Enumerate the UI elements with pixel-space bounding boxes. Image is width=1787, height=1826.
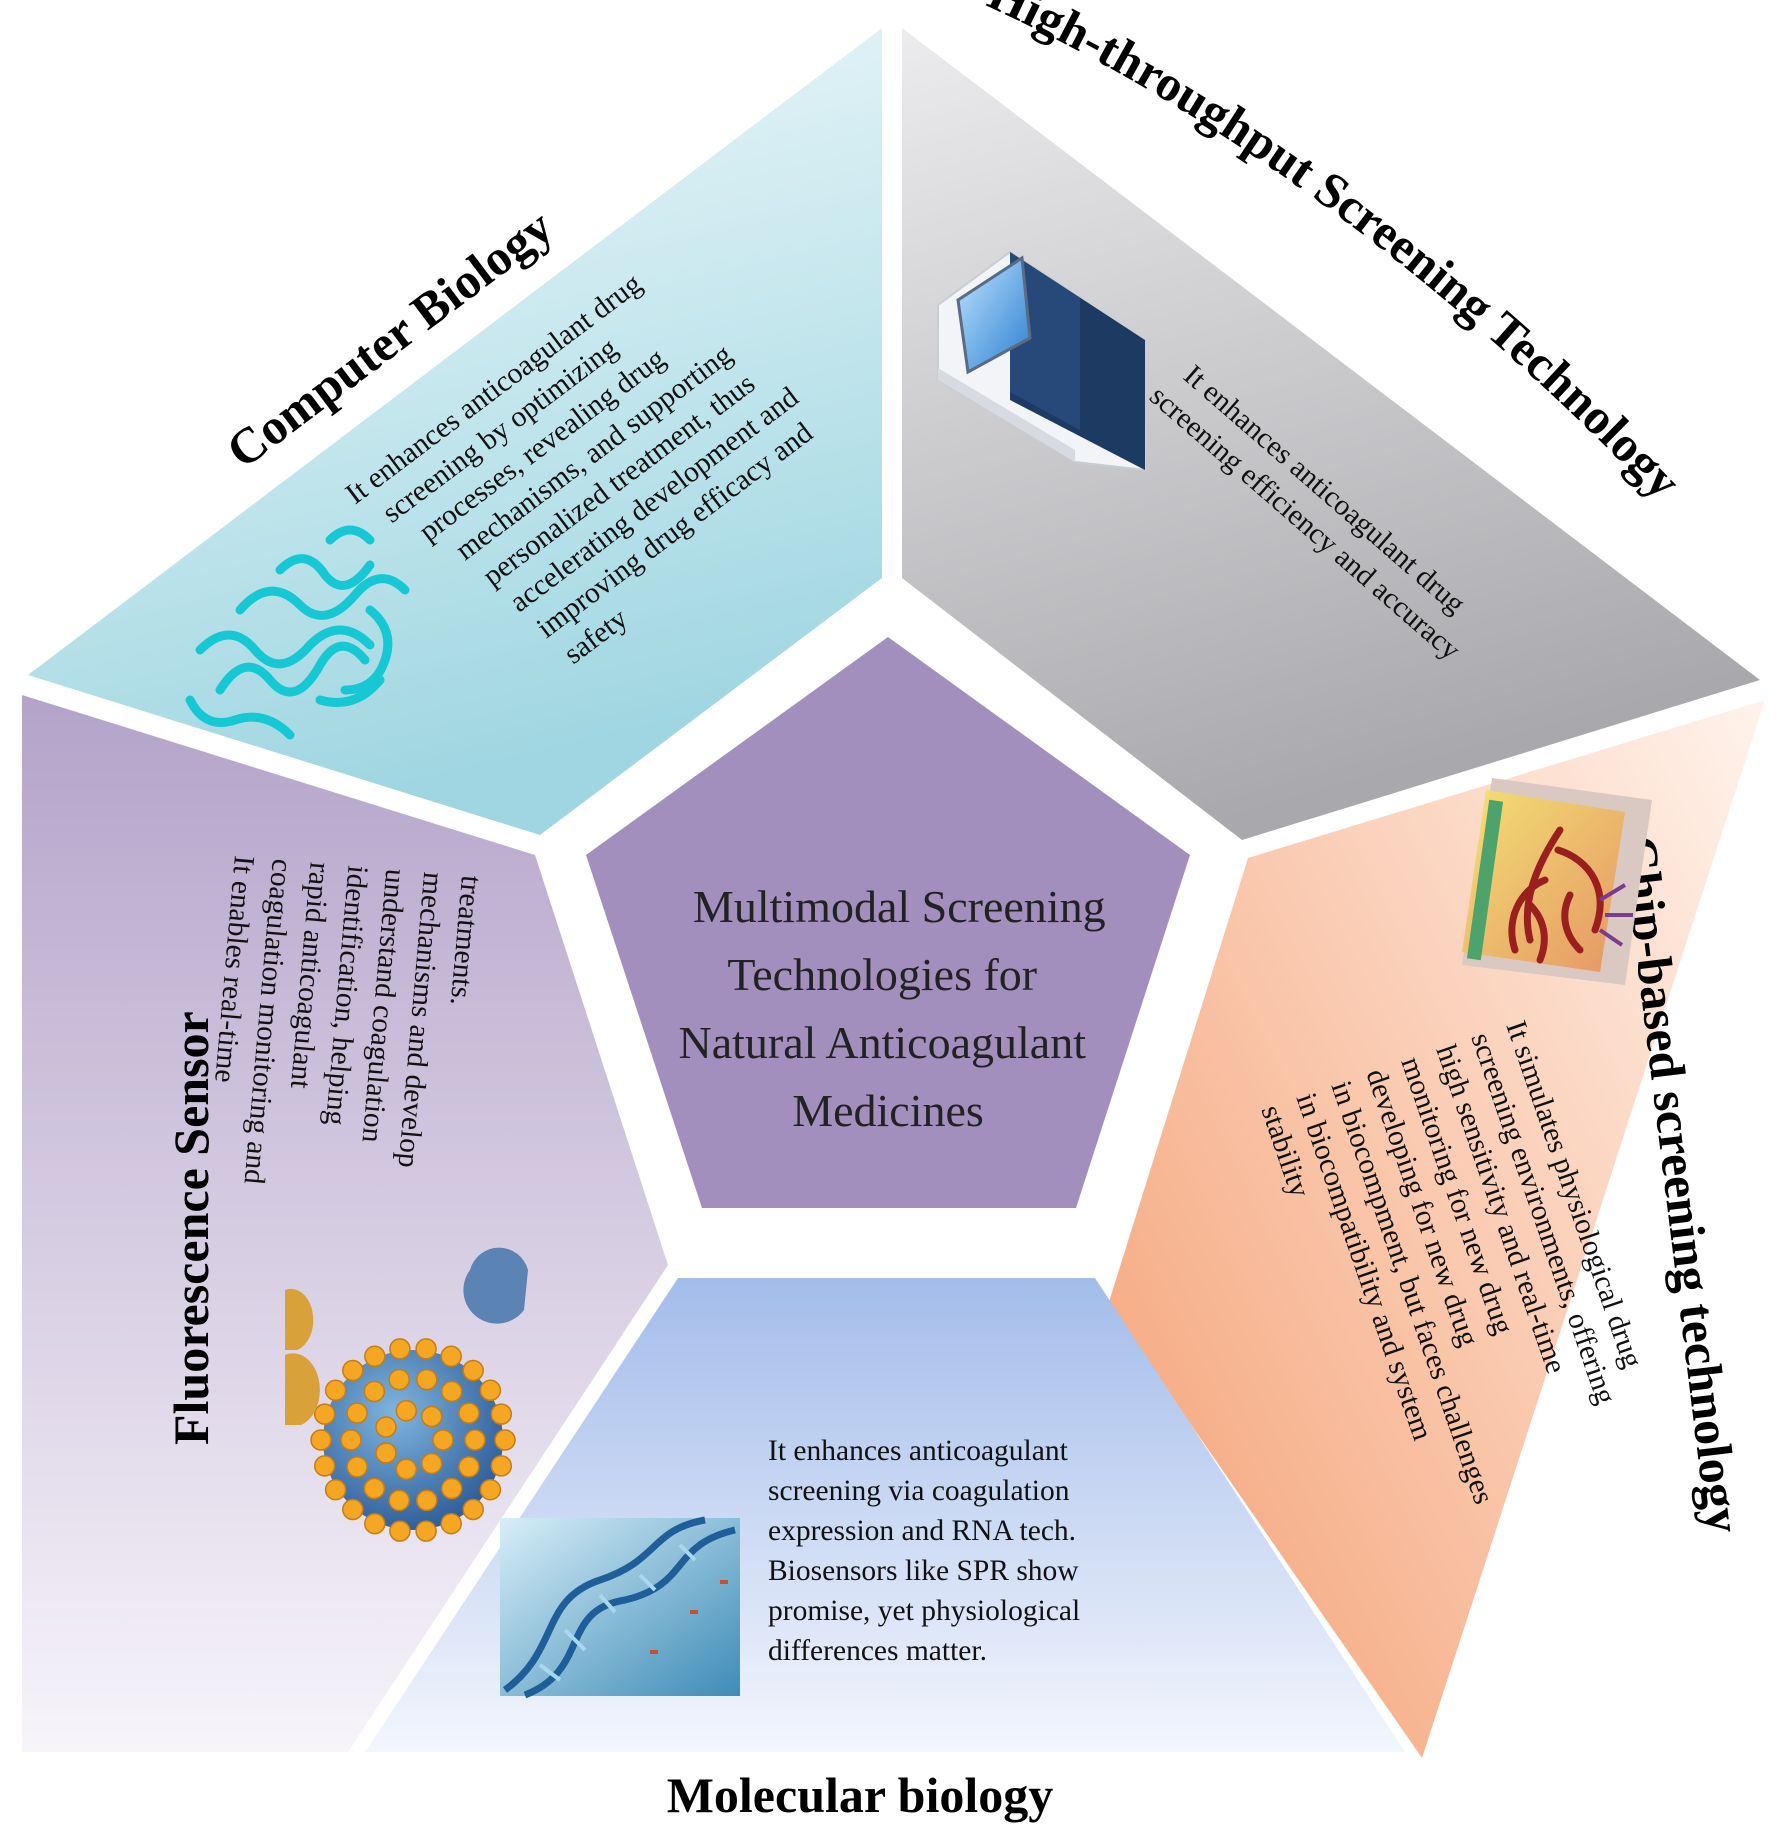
nanoparticle-spike <box>363 1380 386 1403</box>
nanoparticle-spike <box>313 1455 336 1477</box>
nanoparticle-spike <box>389 1520 411 1542</box>
nanoparticle-spike <box>458 1456 480 1478</box>
nanoparticle-spike <box>490 1455 513 1477</box>
center-line: Natural Anticoagulant <box>679 1017 1087 1068</box>
nanoparticle-spike <box>440 1345 462 1368</box>
nanoparticle-spike <box>324 1379 347 1402</box>
center-title: Multimodal Screening Technologies for Na… <box>679 881 1118 1136</box>
nanoparticle-spike <box>479 1379 502 1402</box>
nanoparticle-spike <box>420 1452 443 1475</box>
nanoparticle-spike <box>440 1512 462 1535</box>
nanoparticle-spike <box>388 1489 410 1512</box>
nanoparticle-spike <box>464 1429 486 1451</box>
nanoparticle-spike <box>462 1359 484 1382</box>
nanoparticle-spike <box>389 1338 411 1360</box>
segment-fluorescence <box>22 695 668 1752</box>
nanoparticle-icon <box>285 1247 528 1542</box>
nanoparticle-spike <box>395 1400 418 1422</box>
nanoparticle-spike <box>375 1442 397 1464</box>
center-line: Multimodal Screening <box>693 881 1106 932</box>
nanoparticle-spike <box>324 1478 347 1501</box>
body-line: promise, yet physiological <box>768 1595 1080 1627</box>
nanoparticle-spike <box>420 1405 443 1428</box>
protein-structure-icon <box>185 525 410 740</box>
nanoparticle-spike <box>342 1359 364 1382</box>
nanoparticle-spike <box>363 1477 386 1500</box>
nanoparticle-spike <box>313 1403 336 1425</box>
nanoparticle-spike <box>388 1368 410 1391</box>
nanoparticle-spike <box>346 1456 368 1478</box>
nanoparticle-spike <box>440 1477 463 1500</box>
nanoparticle-spike <box>346 1402 368 1424</box>
nanoparticle-spike <box>395 1458 418 1480</box>
dna-helix-icon <box>500 1516 740 1699</box>
nanoparticle-spike <box>458 1402 480 1424</box>
body-line: screening via coagulation <box>768 1475 1070 1507</box>
nanoparticle-spike <box>375 1416 397 1438</box>
body-line: expression and RNA tech. <box>768 1515 1076 1547</box>
molecular-biology-body: It enhances anticoagulant screening via … <box>768 1435 1088 1667</box>
nanoparticle-spike <box>416 1368 438 1391</box>
segment-high-throughput <box>902 28 1760 840</box>
nanoparticle-spike <box>494 1429 516 1451</box>
nanoparticle-spike <box>340 1429 362 1451</box>
molecular-biology-title: Molecular biology <box>667 1767 1054 1823</box>
center-line: Medicines <box>792 1085 984 1136</box>
screening-instrument-icon <box>937 250 1146 472</box>
nanoparticle-spike <box>440 1380 463 1403</box>
fluorescence-title: Fluorescence Sensor <box>163 1011 219 1445</box>
nanoparticle-spike <box>310 1429 332 1451</box>
segment-computer-biology <box>28 28 882 835</box>
nanoparticle-spike <box>342 1498 364 1521</box>
nanoparticle-spike <box>415 1520 437 1542</box>
nanoparticle-spike <box>416 1489 438 1512</box>
nanoparticle-spike <box>479 1478 502 1501</box>
center-pentagon <box>586 637 1190 1208</box>
nanoparticle-spike <box>432 1429 454 1451</box>
body-line: Biosensors like SPR show <box>768 1555 1079 1587</box>
body-line: It enhances anticoagulant <box>768 1435 1069 1467</box>
body-line: differences matter. <box>768 1635 987 1667</box>
nanoparticle-spike <box>364 1345 386 1368</box>
nanoparticle-spike <box>490 1403 513 1425</box>
nanoparticle-spike <box>462 1498 484 1521</box>
nanoparticle-spike <box>415 1338 437 1360</box>
nanoparticle-spike <box>364 1512 386 1535</box>
organ-chip-icon <box>1462 778 1652 985</box>
center-line: Technologies for <box>727 949 1037 1000</box>
